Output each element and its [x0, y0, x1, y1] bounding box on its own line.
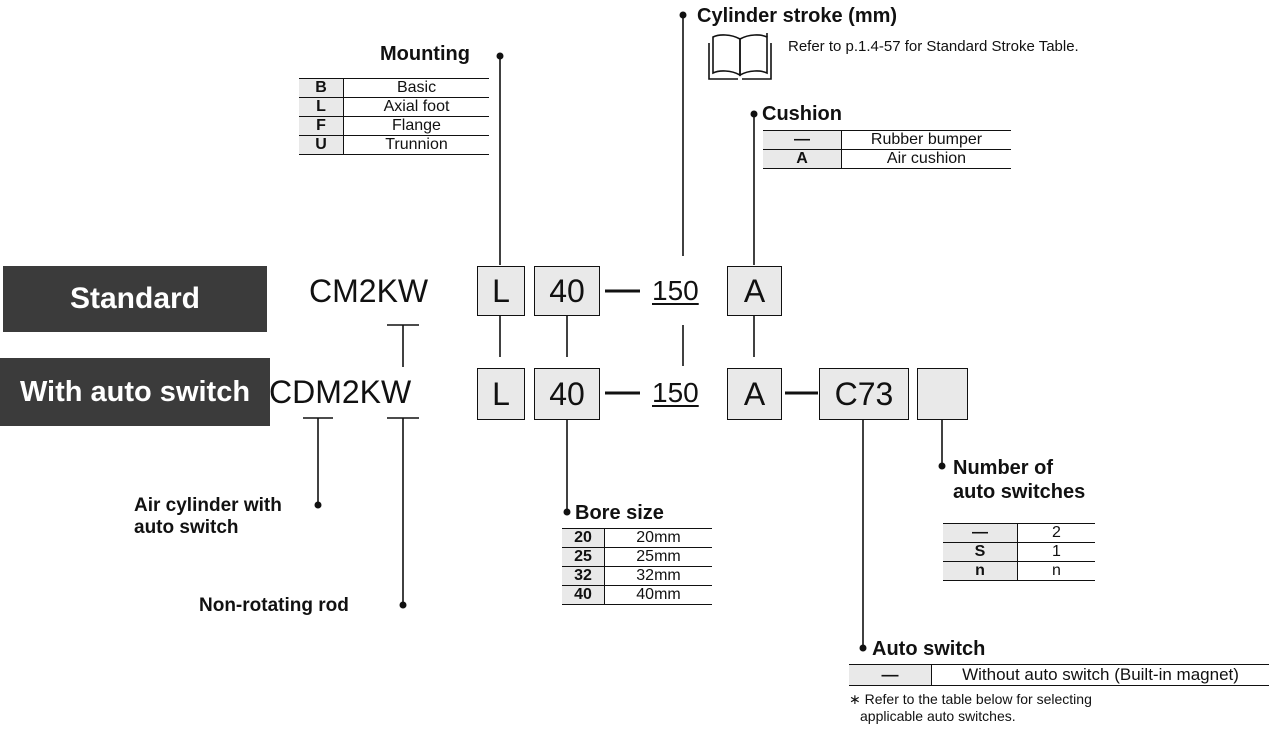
table-row: —Without auto switch (Built-in magnet) [849, 664, 1269, 686]
standard-model-code: CM2KW [309, 273, 429, 309]
note-mark: ∗ [849, 691, 861, 707]
bore-box-standard: 40 [534, 266, 600, 316]
bore-size-title: Bore size [575, 502, 664, 524]
number-of-switches-line1: Number of [953, 457, 1053, 479]
non-rotating-rod-label: Non-rotating rod [199, 595, 349, 616]
stroke-value-standard: 150 [652, 275, 699, 306]
cushion-box-auto: A [727, 368, 782, 420]
table-row: —Rubber bumper [763, 130, 1011, 150]
auto-switch-note: ∗ Refer to the table below for selecting… [849, 691, 1092, 725]
air-cylinder-label: Air cylinder with auto switch [134, 495, 282, 539]
mounting-title: Mounting [380, 43, 470, 65]
air-cylinder-line1: Air cylinder with [134, 495, 282, 516]
with-auto-switch-label: With auto switch [0, 358, 270, 426]
standard-label: Standard [3, 266, 267, 332]
auto-model-code: CDM2KW [269, 374, 412, 410]
cylinder-stroke-note: Refer to p.1.4-57 for Standard Stroke Ta… [788, 38, 1079, 55]
book-icon [708, 33, 772, 80]
auto-switch-note-line1: ∗ Refer to the table below for selecting [849, 691, 1092, 708]
cushion-title: Cushion [762, 103, 842, 125]
number-of-switches-title: Number of auto switches [953, 457, 1085, 503]
cushion-box-standard: A [727, 266, 782, 316]
auto-switch-note-line2: applicable auto switches. [860, 708, 1016, 724]
number-of-switches-line2: auto switches [953, 481, 1086, 503]
auto-switch-table: —Without auto switch (Built-in magnet) [849, 664, 1269, 686]
stroke-value-auto: 150 [652, 377, 699, 408]
air-cylinder-line2: auto switch [134, 517, 239, 538]
auto-switch-box: C73 [819, 368, 909, 420]
note-text-1: Refer to the table below for selecting [864, 691, 1092, 707]
number-of-switches-box [917, 368, 968, 420]
mounting-box-standard: L [477, 266, 525, 316]
cylinder-stroke-title: Cylinder stroke (mm) [697, 5, 898, 27]
mounting-box-auto: L [477, 368, 525, 420]
table-row: —2 [943, 523, 1095, 543]
bore-box-auto: 40 [534, 368, 600, 420]
auto-switch-title: Auto switch [872, 638, 986, 660]
